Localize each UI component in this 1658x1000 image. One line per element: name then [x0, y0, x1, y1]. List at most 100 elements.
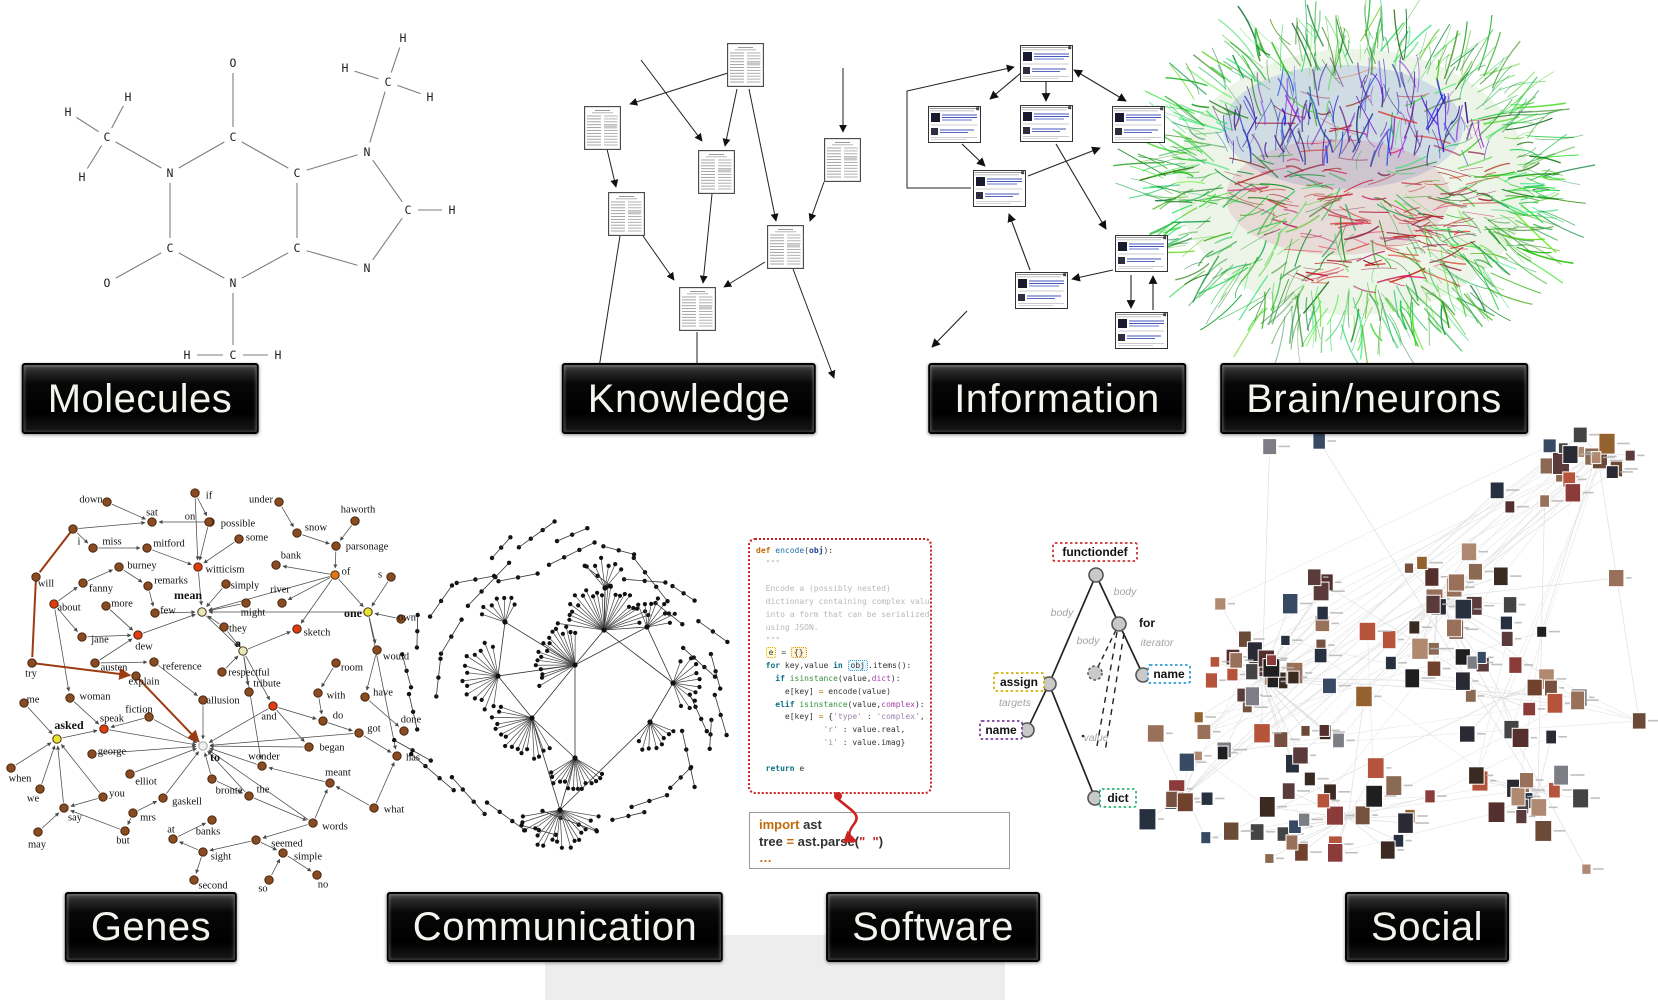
profile-photo — [1168, 779, 1186, 799]
profile-name-text — [1310, 754, 1317, 757]
word-label: bank — [281, 551, 302, 562]
profile-name-text — [1377, 630, 1391, 632]
svg-text:H: H — [275, 348, 282, 362]
profile-photo — [1322, 677, 1337, 695]
profile-name-text — [1580, 453, 1594, 456]
word-label: jane — [90, 635, 109, 646]
label-software-text: Software — [852, 905, 1014, 949]
profile-name-text — [1421, 626, 1432, 628]
word-label: more — [111, 599, 133, 610]
profile-name-text — [1429, 561, 1443, 564]
code-line: def encode(obj): — [756, 546, 834, 555]
word-node — [88, 543, 98, 553]
profile-photo — [1248, 658, 1261, 675]
word-node — [59, 803, 69, 813]
profile-name-text — [1648, 719, 1658, 722]
word-node — [325, 778, 335, 788]
profile-photo — [1425, 588, 1444, 610]
profile-name-text — [1516, 505, 1529, 508]
profile-photo — [1246, 641, 1263, 663]
profile-photo — [1307, 568, 1322, 587]
word-node — [274, 497, 284, 507]
word-node — [49, 599, 59, 609]
profile-name-text — [1301, 762, 1310, 765]
profile-name-text — [1558, 736, 1567, 738]
word-node — [90, 658, 100, 668]
ast-label-box — [1147, 664, 1191, 684]
ast-node — [1041, 676, 1057, 692]
profile-name-text — [1180, 798, 1189, 800]
word-label: room — [341, 663, 363, 674]
profile-photo — [1196, 723, 1212, 741]
profile-photo — [1392, 833, 1405, 848]
webpage-icon — [1020, 45, 1073, 82]
word-label: me — [27, 695, 40, 706]
word-node — [198, 741, 208, 751]
profile-photo — [1539, 494, 1550, 508]
profile-photo — [1354, 805, 1371, 826]
word-node — [52, 734, 62, 744]
profile-photo — [1327, 843, 1344, 863]
ast-label-text: functiondef — [1062, 545, 1128, 559]
word-label: we — [27, 794, 40, 805]
profile-photo — [1500, 630, 1514, 647]
word-node — [68, 524, 78, 534]
profile-name-text — [1374, 695, 1382, 698]
profile-photo — [1403, 562, 1415, 574]
label-communication-text: Communication — [412, 905, 698, 949]
profile-name-text — [1261, 695, 1272, 697]
word-node — [142, 543, 152, 553]
profile-name-text — [1384, 795, 1397, 797]
profile-photo — [1468, 766, 1485, 785]
word-node — [292, 624, 302, 634]
profile-name-text — [1586, 451, 1596, 453]
profile-name-text — [1331, 729, 1340, 732]
profile-name-text — [1570, 774, 1585, 776]
svg-text:H: H — [184, 348, 191, 362]
profile-photo — [1516, 798, 1530, 815]
profile-name-text — [1195, 801, 1201, 803]
profile-photo — [1530, 798, 1548, 817]
word-label: they — [229, 624, 248, 635]
profile-name-text — [1219, 679, 1226, 681]
profile-name-text — [1329, 654, 1343, 657]
profile-photo — [1590, 451, 1602, 465]
profile-name-text — [1506, 811, 1517, 813]
word-node — [318, 716, 328, 726]
profile-name-text — [1506, 489, 1520, 491]
ast-node — [1087, 790, 1103, 806]
profile-name-text — [1530, 805, 1538, 808]
profile-name-text — [1281, 666, 1295, 669]
profile-photo — [1489, 481, 1505, 500]
profile-name-text — [1291, 833, 1304, 835]
word-node — [87, 749, 97, 759]
word-node — [168, 834, 178, 844]
profile-photo — [1506, 778, 1522, 798]
profile-photo — [1285, 753, 1300, 774]
profile-name-text — [1398, 662, 1407, 664]
profile-name-text — [1477, 733, 1486, 735]
profile-photo — [1598, 432, 1616, 455]
profile-name-text — [1289, 679, 1299, 681]
profile-name-text — [1259, 670, 1269, 673]
profile-photo — [1455, 671, 1471, 691]
svg-text:N: N — [364, 145, 371, 159]
profile-name-text — [1230, 751, 1238, 754]
profile-photo — [1264, 853, 1275, 864]
profile-photo — [1493, 566, 1509, 587]
profile-photo — [1257, 649, 1275, 668]
profile-name-text — [1421, 677, 1436, 679]
word-node — [350, 516, 360, 526]
profile-photo — [1508, 656, 1523, 674]
svg-text:H: H — [65, 105, 72, 119]
profile-photo — [1424, 567, 1440, 587]
profile-photo — [1172, 791, 1186, 807]
profile-name-text — [1472, 655, 1480, 658]
profile-name-text — [1264, 650, 1270, 653]
profile-photo — [1300, 725, 1311, 737]
word-node — [101, 601, 111, 611]
profile-photo — [1294, 842, 1309, 862]
word-label: banks — [196, 827, 221, 838]
word-label: bronte — [216, 786, 243, 797]
